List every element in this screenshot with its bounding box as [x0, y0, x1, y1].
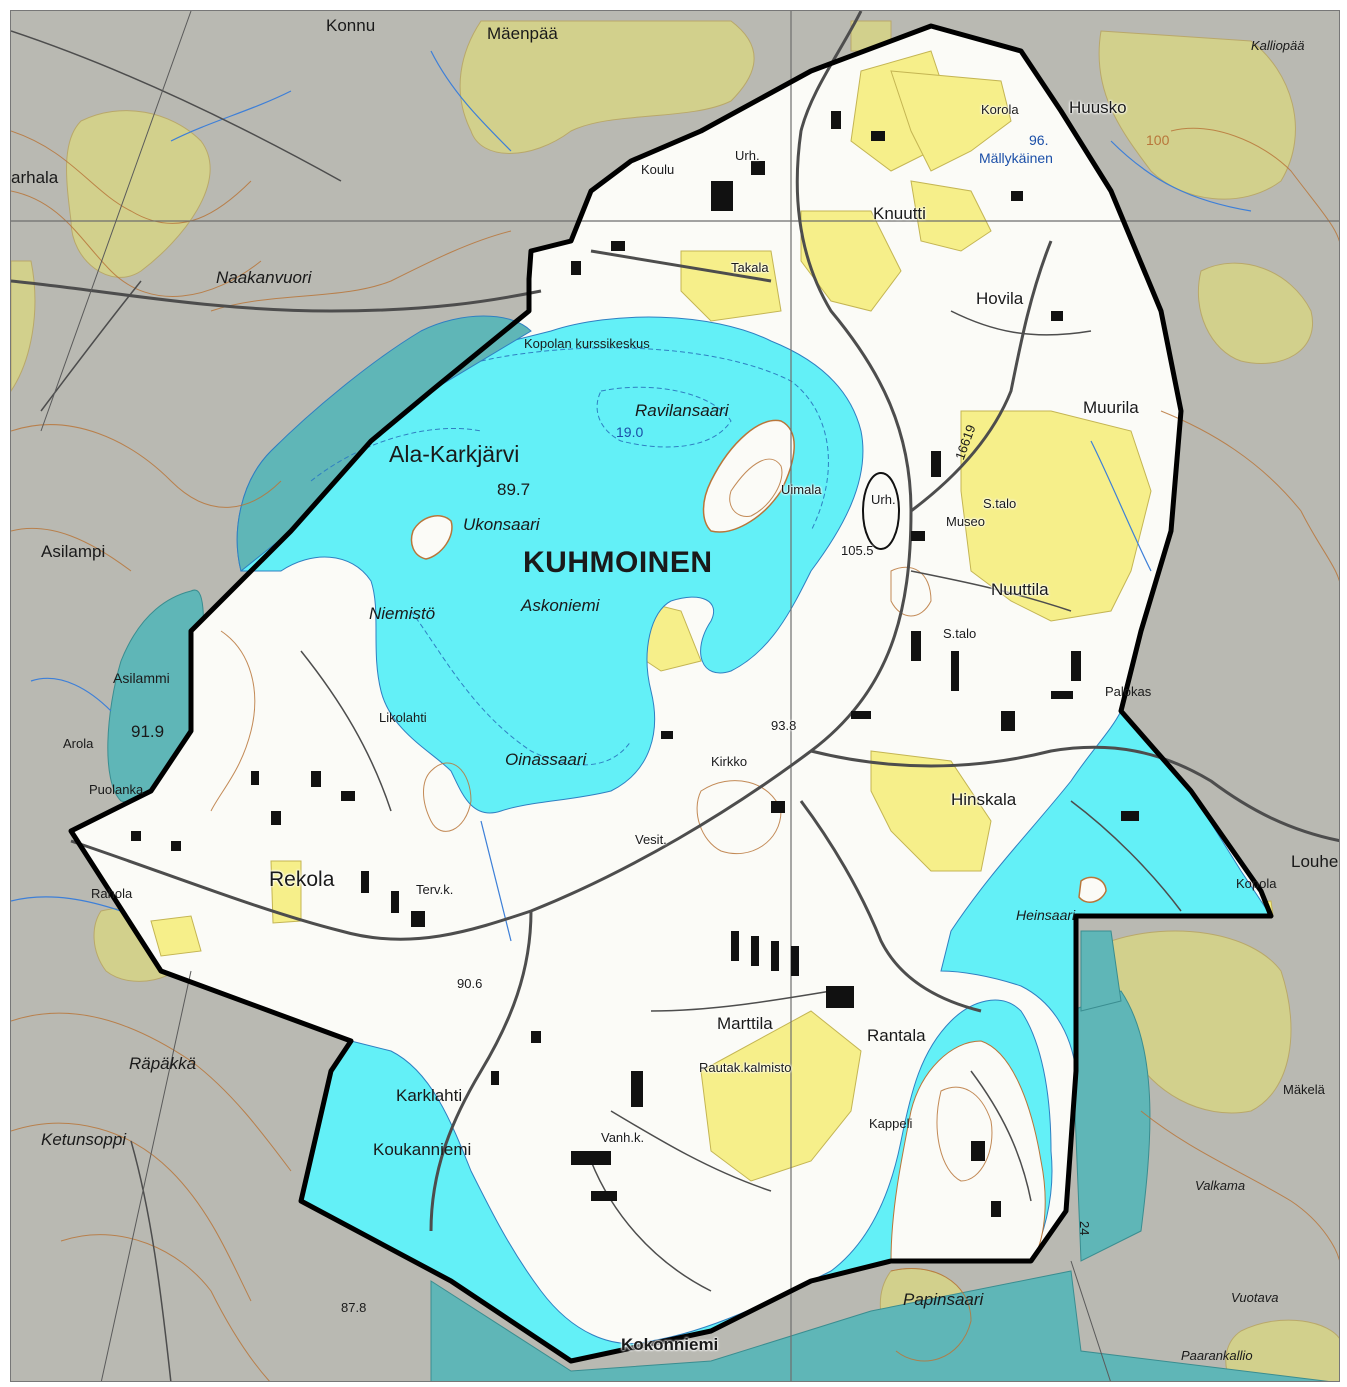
label-koulu: Koulu — [641, 162, 675, 177]
label-hinskala: Hinskala — [951, 790, 1017, 809]
label-puolanka: Puolanka — [89, 782, 144, 797]
label-heinsaari: Heinsaari — [1016, 907, 1076, 923]
label-likolahti: Likolahti — [379, 710, 427, 725]
label-lake-depth: 19.0 — [616, 424, 644, 440]
sports-track — [862, 472, 900, 550]
label-muurila: Muurila — [1083, 398, 1139, 417]
islands — [410, 419, 1107, 903]
label-kappeli: Kappeli — [869, 1116, 913, 1131]
label-knuutti: Knuutti — [873, 204, 926, 223]
label-stalo-2: S.talo — [943, 626, 977, 641]
label-lake-level: 89.7 — [497, 480, 531, 499]
label-mallykainen: Mällykäinen — [979, 150, 1053, 166]
label-vesit: Vesit. — [635, 832, 667, 847]
label-kalliopaa: Kalliopää — [1251, 38, 1305, 53]
label-uimala: Uimala — [781, 482, 822, 497]
label-makela: Mäkelä — [1283, 1082, 1325, 1097]
water-south — [300, 999, 1053, 1362]
area-boundary[interactable] — [68, 23, 1274, 1364]
label-rapakka: Räpäkkä — [129, 1054, 197, 1073]
label-marttila: Marttila — [717, 1014, 773, 1033]
map-grid — [11, 11, 1339, 1381]
streams — [11, 50, 1252, 942]
label-stalo-1: S.talo — [983, 496, 1017, 511]
label-palokas: Palokas — [1105, 684, 1152, 699]
label-asilampi: Asilampi — [41, 542, 106, 561]
label-terv-k: Terv.k. — [416, 882, 454, 897]
label-asilammi: Asilammi — [113, 670, 170, 686]
label-valkama: Valkama — [1195, 1178, 1246, 1193]
label-kopolan-kurssikeskus: Kopolan kurssikeskus — [524, 336, 650, 351]
minor-roads — [11, 30, 1182, 1381]
contour-lines — [11, 127, 1339, 1381]
label-rahola: Rahola — [91, 886, 133, 901]
label-town-kuhmoinen: KUHMOINEN — [523, 546, 713, 579]
power-lines — [40, 11, 1111, 1381]
label-contour-100: 100 — [1146, 132, 1170, 148]
label-ukonsaari: Ukonsaari — [463, 515, 540, 534]
label-ketunsoppi: Ketunsoppi — [41, 1130, 127, 1149]
label-urh-2: Urh. — [871, 492, 896, 507]
label-niemisto: Niemistö — [369, 604, 436, 623]
label-mallykainen-level: 96. — [1029, 132, 1049, 148]
field-areas — [150, 50, 1274, 1262]
label-depth-24: 24 — [1077, 1221, 1092, 1236]
label-hovila: Hovila — [976, 289, 1024, 308]
peninsula-papinsaari — [890, 1040, 1046, 1262]
label-arola: Arola — [63, 736, 94, 751]
label-takala: Takala — [731, 260, 769, 275]
label-arhala: arhala — [11, 168, 59, 187]
label-ala-karkjarvi: Ala-Karkjärvi — [389, 441, 520, 467]
label-louhela: Louhela — [1291, 852, 1339, 871]
label-oinassaari: Oinassaari — [505, 750, 587, 769]
label-rekola: Rekola — [269, 868, 335, 891]
label-naakanvuori: Naakanvuori — [216, 268, 312, 287]
label-vanh-k: Vanh.k. — [601, 1130, 645, 1145]
label-rautak-kalmisto: Rautak.kalmisto — [699, 1060, 792, 1075]
label-huusko: Huusko — [1069, 98, 1127, 117]
label-askoniemi: Askoniemi — [521, 596, 600, 615]
label-rantala: Rantala — [867, 1026, 926, 1045]
label-karklahti: Karklahti — [396, 1086, 463, 1105]
roads — [11, 11, 1339, 1232]
depth-contours — [310, 347, 829, 766]
buildings — [131, 111, 1139, 1217]
map-frame[interactable]: Konnu Mäenpää Korola Huusko Kalliopää 96… — [10, 10, 1340, 1382]
label-elev-93-8: 93.8 — [771, 718, 797, 733]
label-kirkko: Kirkko — [711, 754, 748, 769]
label-konnu: Konnu — [326, 16, 376, 35]
label-urh-1: Urh. — [735, 148, 760, 163]
label-asilammi-level: 91.9 — [131, 722, 165, 741]
label-vuotava: Vuotava — [1231, 1290, 1279, 1305]
label-paarankallio: Paarankallio — [1181, 1348, 1253, 1363]
label-papinsaari: Papinsaari — [903, 1290, 984, 1309]
label-kokonniemi: Kokonniemi — [621, 1335, 719, 1354]
label-elev-87-8: 87.8 — [341, 1300, 367, 1315]
label-kopola: Kopola — [1236, 876, 1277, 891]
topographic-map[interactable] — [11, 11, 1340, 1382]
label-ravilansaari: Ravilansaari — [635, 401, 729, 420]
label-maenpaa: Mäenpää — [487, 24, 558, 43]
label-elev-90-6: 90.6 — [457, 976, 483, 991]
label-nuuttila: Nuuttila — [991, 580, 1049, 599]
label-korola: Korola — [981, 102, 1019, 117]
label-koukanniemi: Koukanniemi — [373, 1140, 472, 1159]
label-museo: Museo — [946, 514, 986, 529]
label-elev-105-5: 105.5 — [841, 543, 874, 558]
